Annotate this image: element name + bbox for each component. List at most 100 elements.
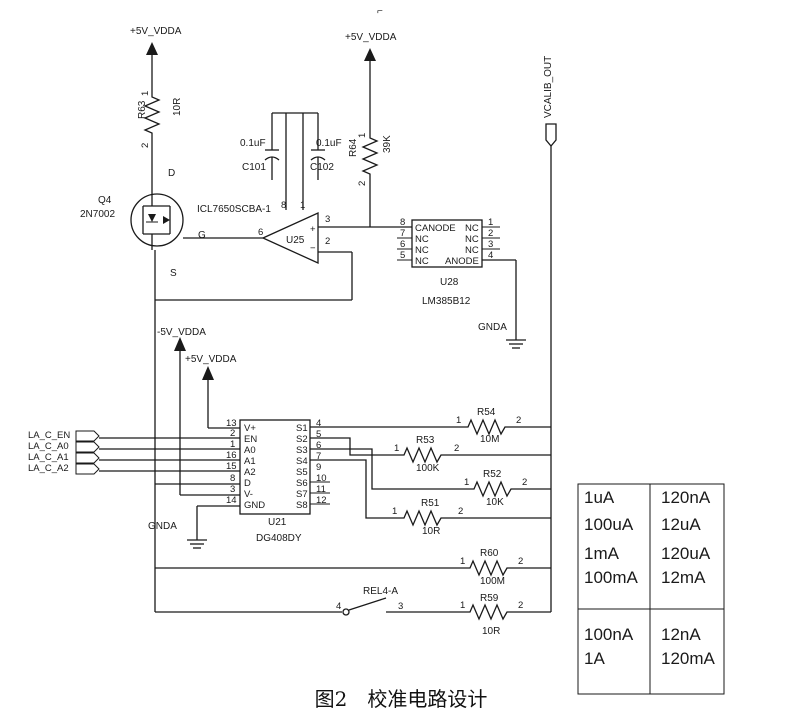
- ic-ref: U21: [268, 517, 287, 528]
- mosfet-ref: Q4: [98, 195, 112, 206]
- range-table-row: 100nA 12nA: [584, 625, 701, 644]
- pin-num: 5: [400, 250, 405, 261]
- opamp-part: ICL7650SCBA-1: [197, 204, 271, 215]
- range-value: 120mA: [661, 649, 716, 668]
- resistor-ref: R60: [480, 548, 499, 559]
- power-symbol-vdda-mid: +5V_VDDA: [345, 32, 397, 61]
- resistor-pin-label: 1: [456, 415, 461, 426]
- resistor-pin-label: 2: [140, 143, 151, 148]
- pin-num: 3: [488, 239, 493, 250]
- resistor-value: 39K: [382, 135, 393, 153]
- pin-name: S6: [296, 478, 308, 489]
- range-value: 1mA: [584, 544, 620, 563]
- ic-part: DG408DY: [256, 533, 302, 544]
- resistor-ref: R54: [477, 407, 496, 418]
- relay-rel4a: REL4-A 4 3: [336, 586, 456, 616]
- pin-name: S7: [296, 489, 308, 500]
- port-label: VCALIB_OUT: [543, 56, 554, 118]
- resistor-pin-label: 1: [357, 133, 368, 138]
- ground-label: GNDA: [148, 521, 177, 532]
- pin-num: 4: [488, 250, 493, 261]
- pin-num: 9: [316, 462, 321, 473]
- power-symbol-neg-vdda: -5V_VDDA: [157, 327, 206, 351]
- pin-num: 14: [226, 495, 237, 506]
- pin-num: 10: [316, 473, 327, 484]
- range-value: 1A: [584, 649, 605, 668]
- pin-name: NC: [465, 245, 479, 256]
- ic-part: LM385B12: [422, 296, 471, 307]
- resistor-r60: R60 100M 1 2: [456, 548, 551, 587]
- resistor-pin-label: 2: [518, 600, 523, 611]
- u28-right-pins: NC 1 NC 2 NC 3 ANODE 4: [445, 217, 500, 267]
- pin-name: A0: [244, 445, 256, 456]
- capacitor-ref: C101: [242, 162, 266, 173]
- pin-name: V+: [244, 423, 256, 434]
- resistor-r51: R51 10R 1 2: [390, 498, 551, 537]
- resistor-value: 10R: [482, 626, 500, 637]
- pin-num: 2: [488, 228, 493, 239]
- capacitor-ref: C102: [310, 162, 334, 173]
- resistor-r54: R54 10M 1 2: [456, 407, 551, 445]
- mosfet-q4: Q4 2N7002 D G S: [80, 168, 206, 279]
- ic-ref: U28: [440, 277, 459, 288]
- capacitor-c102: 0.1uF C102: [310, 113, 342, 180]
- figure-caption: 图2 校准电路设计: [315, 687, 488, 711]
- resistor-pin-label: 2: [518, 556, 523, 567]
- pin-name: A2: [244, 467, 256, 478]
- range-value: 12mA: [661, 568, 706, 587]
- resistor-pin-label: 2: [522, 477, 527, 488]
- relay-pin: 3: [398, 601, 403, 612]
- resistor-value: 100M: [480, 576, 505, 587]
- ground-symbol-left: GNDA: [148, 521, 207, 549]
- capacitor-value: 0.1uF: [316, 138, 342, 149]
- resistor-ref: R59: [480, 593, 499, 604]
- resistor-pin-label: 2: [458, 506, 463, 517]
- resistor-value: 10R: [422, 526, 440, 537]
- opamp-ref: U25: [286, 235, 305, 246]
- resistor-pin-label: 2: [357, 181, 368, 186]
- resistor-ref: R64: [348, 138, 359, 157]
- pin-num: 11: [316, 484, 326, 495]
- resistor-value: 10K: [486, 497, 504, 508]
- opamp-plus-sign: +: [310, 224, 316, 235]
- range-value: 1uA: [584, 488, 615, 507]
- opamp-pin: 2: [325, 236, 330, 247]
- pin-num: 4: [316, 418, 321, 429]
- pin-num: 7: [400, 228, 405, 239]
- opamp-u25: ICL7650SCBA-1 8 1 6 3 2 + − U25: [197, 200, 370, 265]
- pin-name: NC: [415, 256, 429, 267]
- resistor-ref: R63: [137, 100, 148, 119]
- resistor-r53: R53 100K 1 2: [392, 435, 551, 474]
- resistor-value: 10M: [480, 434, 499, 445]
- input-label-a1: LA_C_A1: [28, 452, 69, 463]
- pin-num: 16: [226, 450, 237, 461]
- pin-num: 12: [316, 495, 327, 506]
- opamp-pin: 6: [258, 227, 263, 238]
- resistor-pin-label: 1: [460, 556, 465, 567]
- mux-input-ports: LA_C_EN LA_C_A0 LA_C_A1 LA_C_A2: [28, 430, 240, 475]
- pin-name: EN: [244, 434, 257, 445]
- pin-name: CANODE: [415, 223, 456, 234]
- output-port-vcalib: VCALIB_OUT: [543, 56, 557, 148]
- power-label: +5V_VDDA: [185, 354, 237, 365]
- range-table-row: 100mA 12mA: [584, 568, 706, 587]
- pin-name: GND: [244, 500, 265, 511]
- power-label: -5V_VDDA: [157, 327, 206, 338]
- pin-name: ANODE: [445, 256, 479, 267]
- pin-name: NC: [415, 245, 429, 256]
- relay-pin: 4: [336, 601, 341, 612]
- pin-num: 3: [230, 484, 235, 495]
- resistor-r52: R52 10K 1 2: [462, 469, 551, 508]
- pin-num: 1: [230, 439, 235, 450]
- pin-num: 6: [400, 239, 405, 250]
- resistor-ref: R51: [421, 498, 440, 509]
- pin-name: NC: [415, 234, 429, 245]
- resistor-r64: R64 39K 1 2: [348, 128, 393, 186]
- power-symbol-vdda-mux: +5V_VDDA: [185, 354, 237, 380]
- opamp-pin: 1: [300, 200, 305, 211]
- range-table-row: 1uA 120nA: [584, 488, 711, 507]
- resistor-value: 100K: [416, 463, 440, 474]
- pin-name: S3: [296, 445, 308, 456]
- pin-name: A1: [244, 456, 256, 467]
- range-value: 100nA: [584, 625, 634, 644]
